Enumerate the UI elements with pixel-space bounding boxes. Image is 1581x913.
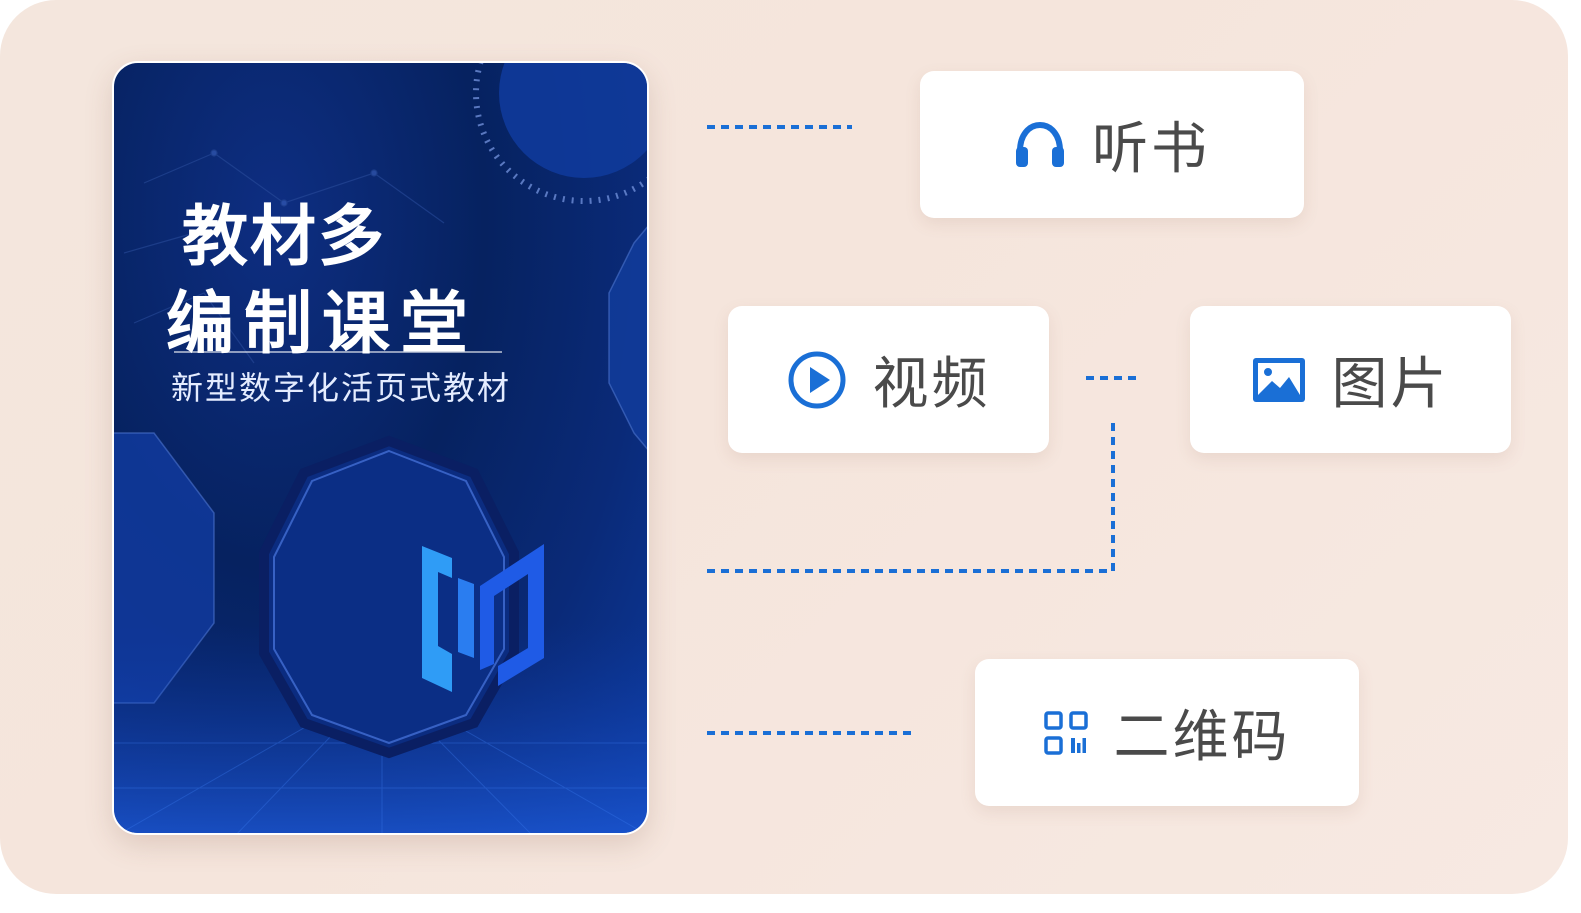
audio-book-label: 听书	[1092, 117, 1210, 182]
image-card[interactable]: 图片	[1190, 306, 1511, 453]
image-icon	[1252, 357, 1306, 403]
cover-title-line-2: 编制课堂	[166, 285, 479, 364]
image-label: 图片	[1331, 352, 1450, 417]
headphones-icon	[1014, 121, 1066, 169]
play-circle-icon	[787, 350, 847, 410]
qr-code-label: 二维码	[1113, 705, 1291, 770]
qr-code-icon	[1043, 710, 1088, 755]
background-panel: 教材多 编制课堂 新型数字化活页式教材 听书	[0, 0, 1568, 894]
connector-lines	[707, 125, 1140, 735]
cover-title-line-1: 教材多	[182, 198, 386, 275]
book-cover: 教材多 编制课堂 新型数字化活页式教材	[112, 61, 649, 835]
video-label: 视频	[872, 352, 991, 417]
cover-background-art	[114, 63, 647, 833]
cover-divider	[174, 351, 502, 353]
video-card[interactable]: 视频	[728, 306, 1049, 453]
cover-subtitle: 新型数字化活页式教材	[171, 369, 512, 407]
publisher-logo	[422, 544, 544, 692]
audio-book-card[interactable]: 听书	[920, 71, 1304, 218]
qr-code-card[interactable]: 二维码	[975, 659, 1359, 806]
